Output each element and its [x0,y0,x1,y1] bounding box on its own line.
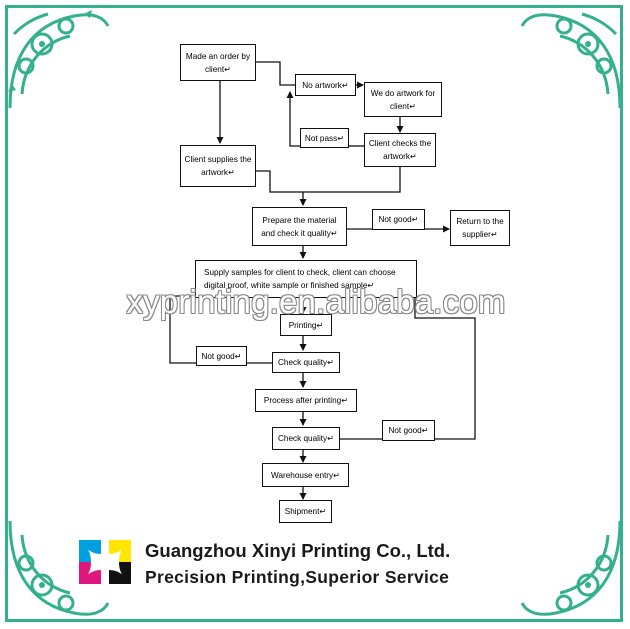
node-order: Made an order by client↵ [180,44,256,81]
edge-order-to-noartwork [255,61,295,86]
company-name: Guangzhou Xinyi Printing Co., Ltd. [145,540,451,561]
node-prepare: Prepare the material and check it qualit… [252,207,347,246]
company-slogan: Precision Printing,Superior Service [145,567,450,587]
corner-ornament-top-left [8,10,110,109]
node-check-quality-2: Check quality↵ [272,427,340,450]
node-check-quality-1: Check quality↵ [272,352,340,373]
node-do-artwork: We do artwork for client↵ [364,82,442,117]
company-logo-icon [79,540,131,584]
node-samples: Supply samples for client to check, clie… [195,260,417,298]
node-no-artwork: No artwork↵ [295,74,356,96]
edge-notpass-loop [286,91,300,147]
node-not-good-3: Not good↵ [382,420,435,441]
node-return: Return to the supplier↵ [450,210,510,246]
corner-ornament-top-right [520,12,622,109]
node-client-supplies: Client supplies the artwork↵ [180,145,256,187]
node-warehouse-entry: Warehouse entry↵ [262,463,349,487]
node-not-good-1: Not good↵ [372,209,425,230]
node-printing: Printing↵ [280,314,332,336]
decorative-border [5,5,623,622]
edge-merge [255,166,401,193]
node-not-good-2: Not good↵ [196,346,247,366]
node-process-after-printing: Process after printing↵ [255,389,357,412]
node-not-pass: Not pass↵ [300,128,349,148]
corner-ornament-bottom-left [8,520,110,616]
edge-notgood3-loop [414,296,476,440]
node-shipment: Shipment↵ [279,500,332,523]
edge-notgood2-loop [169,295,200,364]
node-client-checks: Client checks the artwork↵ [364,133,436,167]
corner-ornament-bottom-right [520,520,622,616]
